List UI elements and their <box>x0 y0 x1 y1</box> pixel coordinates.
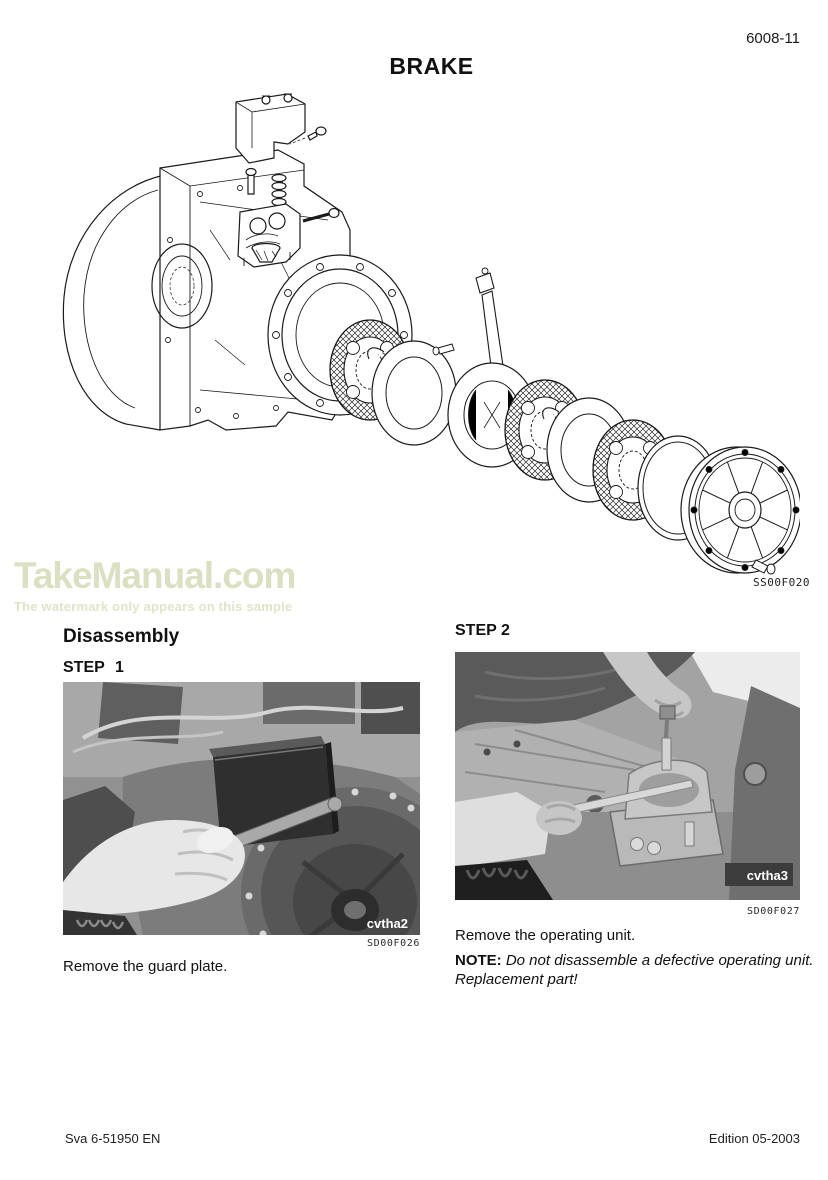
screw <box>751 559 776 575</box>
footer-document-code: Sva 6-51950 EN <box>65 1131 161 1146</box>
operating-unit-group <box>235 93 340 268</box>
step-1-photo: cvtha2 <box>63 682 420 935</box>
step-2-figure-code: SD00F027 <box>747 906 800 917</box>
page-title: BRAKE <box>389 53 474 79</box>
brake-exploded-diagram <box>40 90 800 595</box>
brake-exploded-diagram-svg <box>62 93 800 575</box>
step-1-heading: STEP 1 <box>63 659 124 676</box>
diagram-figure-code: SS00F020 <box>753 576 810 589</box>
photo1-pipe <box>81 705 404 740</box>
photo2-tag: cvtha3 <box>747 868 788 883</box>
end-cover-wheel <box>680 446 800 574</box>
step-2-caption: Remove the operating unit. <box>455 927 636 944</box>
photo1-hand <box>63 786 245 915</box>
photo2-tag-bg <box>725 863 793 886</box>
photo1-flange <box>241 787 420 935</box>
page-number: 6008-11 <box>746 30 800 47</box>
footer-edition: Edition 05-2003 <box>708 1131 800 1146</box>
photo1-spring <box>63 910 137 935</box>
step-2-photo-svg: cvtha3 <box>455 652 800 900</box>
step-2-photo: cvtha3 <box>455 652 800 900</box>
photo2-lower-hand <box>455 779 694 868</box>
intermediate-plate <box>367 340 457 446</box>
step-1-photo-svg: cvtha2 <box>63 682 420 935</box>
housing-group <box>62 149 413 431</box>
step-1-caption: Remove the guard plate. <box>63 958 228 975</box>
step-2-heading: STEP 2 <box>455 622 510 639</box>
note-block: NOTE: Do not disassemble a defective ope… <box>455 951 827 989</box>
note-label: NOTE: <box>455 952 502 969</box>
section-heading-disassembly: Disassembly <box>63 626 180 647</box>
step-1-figure-code: SD00F026 <box>367 938 420 949</box>
photo2-hose <box>455 860 553 900</box>
note-text: Do not disassemble a defective operating… <box>455 952 814 988</box>
brake-disc-stack <box>329 267 800 575</box>
photo2-upper-hand <box>603 652 692 739</box>
photo1-tag: cvtha2 <box>367 916 408 931</box>
watermark-subtitle: The watermark only appears on this sampl… <box>14 599 293 614</box>
photo2-pillar <box>729 686 800 900</box>
